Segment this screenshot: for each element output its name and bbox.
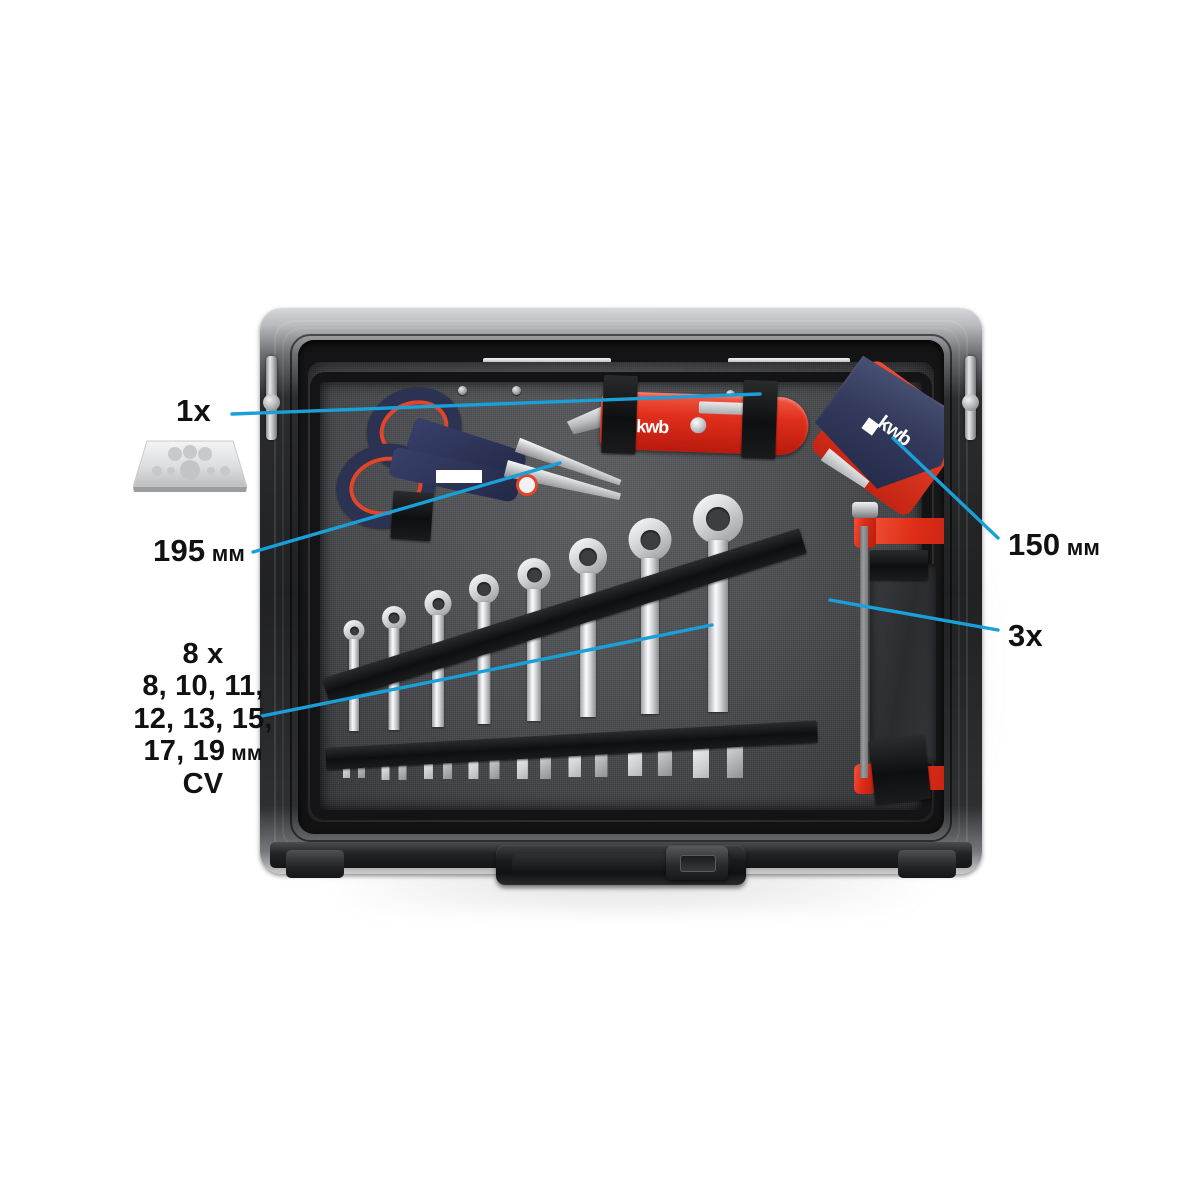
spare-blade-pocket: [870, 564, 936, 764]
wrench-shaft: [432, 615, 444, 727]
velcro-strap-hacksaw-bottom[interactable]: [868, 735, 932, 805]
annotation-scissors-size: 195 мм: [153, 533, 245, 569]
annotation-scissors-unit: мм: [205, 541, 246, 566]
combination-wrench-set[interactable]: [322, 494, 818, 792]
wrench-ring-end: [382, 606, 406, 630]
annotation-wrench-sizes-3: 17, 19: [143, 735, 226, 768]
wrench-ring-end: [628, 518, 672, 561]
case-shell: kwb kwb: [260, 308, 982, 885]
annotation-wrench-material: CV: [182, 767, 224, 800]
wrench-shaft: [527, 589, 541, 721]
wrench-ring-end: [343, 620, 365, 641]
scissors-pivot: [516, 474, 538, 496]
annotation-padsaw-size: 150 мм: [1008, 527, 1100, 563]
annotation-padsaw-unit: мм: [1060, 535, 1101, 560]
foam-insert: kwb kwb: [308, 362, 944, 822]
annotation-hacksaw-count: 3x: [1008, 618, 1043, 653]
annotation-wrench-sizes-1: 8, 10, 11,: [142, 670, 264, 703]
utility-blade-icon: [133, 440, 247, 492]
wrench-ring-end: [517, 558, 551, 591]
hacksaw-tension-bottom: [854, 764, 876, 794]
case-interior: kwb kwb: [298, 340, 944, 834]
case-foot-left: [286, 850, 344, 878]
velcro-strap-hacksaw-top[interactable]: [870, 550, 928, 580]
foam-rivet: [458, 386, 467, 395]
case-clasp-right[interactable]: [962, 356, 979, 440]
wrench-ring-end: [424, 590, 452, 617]
case-foot-right: [898, 850, 956, 878]
wrench-ring-end: [469, 574, 499, 604]
case-bevel-inner: [290, 334, 952, 842]
case-latch-right[interactable]: [666, 846, 728, 880]
tool-case: kwb kwb: [252, 300, 1008, 924]
velcro-strap-knife-left[interactable]: [601, 374, 638, 455]
annotation-wrench-sizes-2: 12, 13, 15,: [133, 702, 273, 735]
velcro-strap-knife-right[interactable]: [741, 379, 778, 459]
wrench-ring-end: [569, 538, 607, 576]
scissors-brand-mark: [436, 470, 482, 483]
foam-rivet: [512, 386, 521, 395]
annotation-scissors-value: 195: [153, 533, 206, 568]
wrench-shaft: [477, 602, 491, 724]
hacksaw-blade: [860, 526, 868, 778]
wrench-ring-end: [693, 494, 743, 544]
utility-knife[interactable]: kwb: [564, 374, 817, 487]
case-clasp-left[interactable]: [263, 356, 280, 440]
hacksaw-wing-nut[interactable]: [852, 502, 878, 518]
knife-brand-kwb: kwb: [635, 416, 669, 438]
case-bottom-rail: [270, 842, 972, 885]
annotation-blade-count: 1x: [176, 393, 211, 428]
hacksaw[interactable]: [826, 498, 944, 818]
annotation-padsaw-value: 150: [1008, 527, 1061, 562]
annotation-wrench-unit: мм: [225, 742, 263, 766]
hacksaw-frame-top: [866, 518, 944, 544]
annotation-wrench-count: 8 x: [182, 638, 224, 670]
